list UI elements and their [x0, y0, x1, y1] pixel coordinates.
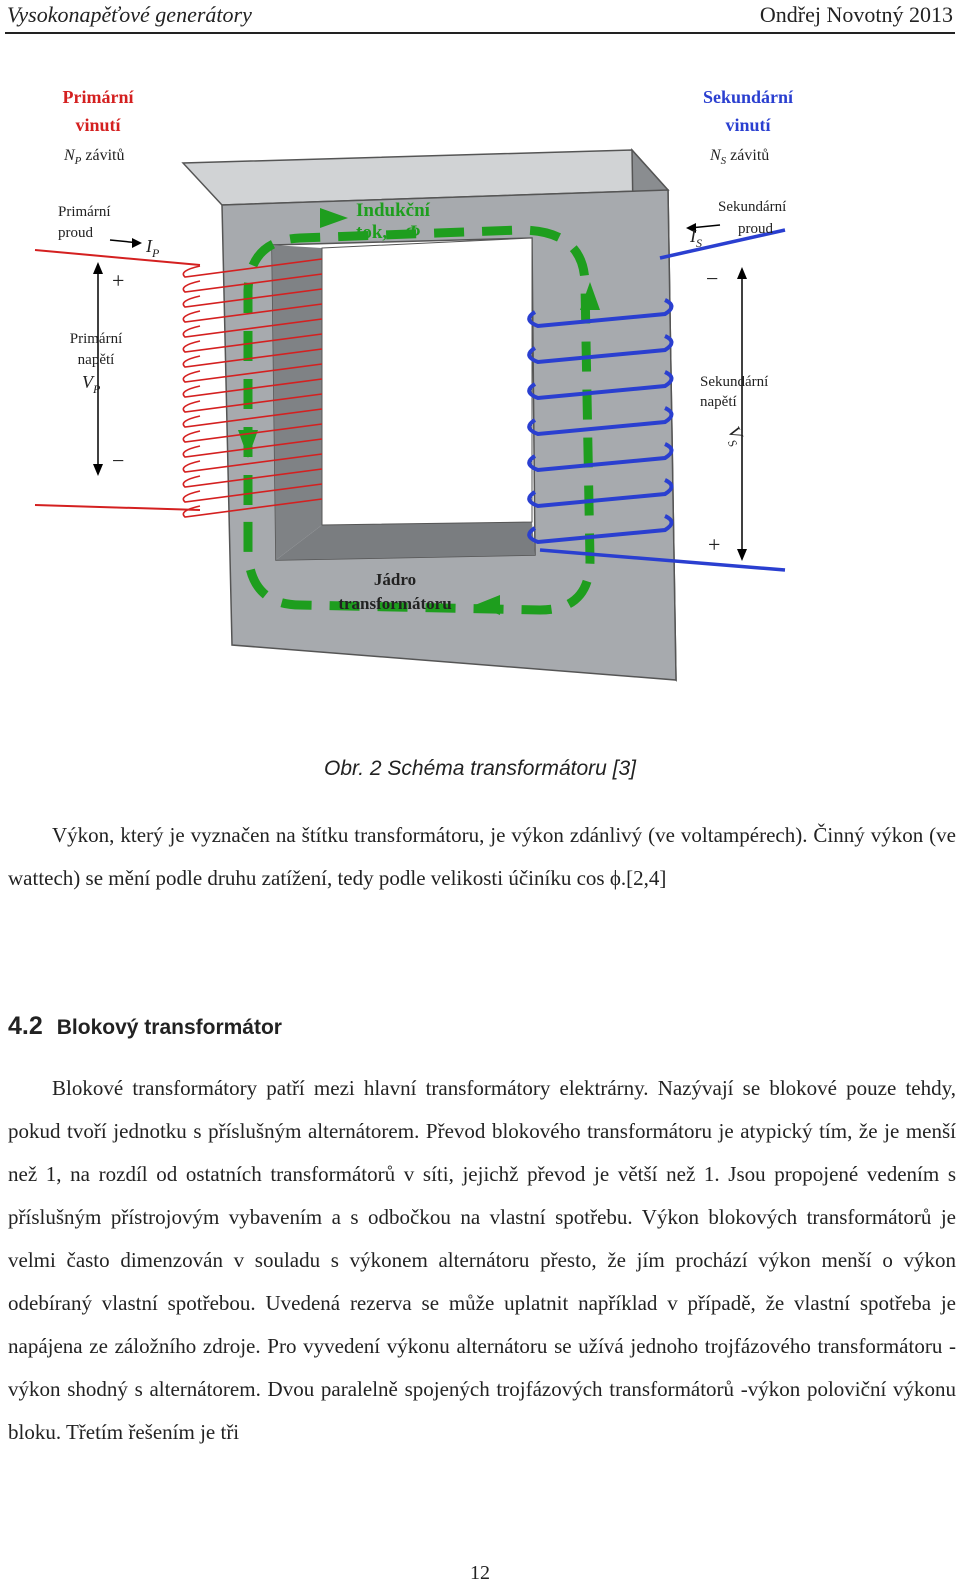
- primary-voltage-arrow-bottom: [93, 464, 103, 476]
- secondary-minus: −: [706, 266, 718, 291]
- primary-coil-turn: [182, 318, 323, 338]
- secondary-winding-label-1: Sekundární: [703, 87, 794, 107]
- primary-coil-turn: [182, 348, 323, 368]
- paragraph-power: Výkon, který je vyznačen na štítku trans…: [8, 823, 956, 890]
- primary-winding-label-1: Primární: [63, 87, 135, 107]
- secondary-coil-turn: [527, 514, 674, 545]
- paragraph-block-transformer: Blokové transformátory patří mezi hlavní…: [8, 1076, 956, 1444]
- figure-caption: Obr. 2 Schéma transformátoru [3]: [323, 757, 637, 780]
- secondary-voltage-label-2: napětí: [700, 394, 737, 410]
- primary-minus: −: [112, 448, 124, 473]
- header-author: Ondřej Novotný 2013: [759, 2, 953, 27]
- primary-coil-turn: [182, 363, 323, 383]
- primary-coil-turn: [182, 378, 323, 398]
- primary-coil-turn: [182, 393, 323, 413]
- primary-plus: +: [112, 268, 124, 293]
- core-label-2: transformátoru: [338, 594, 451, 613]
- primary-winding: [182, 258, 323, 518]
- secondary-lead-bottom: [539, 548, 786, 572]
- secondary-coil-turn: [527, 298, 674, 329]
- primary-coil-turn: [182, 423, 323, 443]
- primary-voltage-label-1: Primární: [70, 331, 123, 347]
- page-header: Vysokonapěťové generátory Ondřej Novotný…: [5, 0, 955, 34]
- primary-voltage-symbol: VP: [82, 372, 101, 396]
- core-label-1: Jádro: [374, 570, 416, 589]
- primary-winding-label-2: vinutí: [75, 115, 121, 135]
- section-heading: 4.2 Blokový transformátor: [8, 1012, 282, 1041]
- primary-coil-turn: [182, 498, 323, 518]
- primary-coil-turn: [182, 333, 323, 353]
- primary-coil-turn: [182, 438, 323, 458]
- primary-coil-turn: [182, 483, 323, 503]
- flux-arrow-left: [238, 430, 258, 458]
- secondary-winding-label-2: vinutí: [725, 115, 771, 135]
- page-number: 12: [470, 1562, 490, 1584]
- flux-arrow-right: [580, 282, 600, 310]
- secondary-coil-turn: [527, 442, 674, 473]
- primary-coil-turn: [182, 258, 323, 278]
- secondary-current-arrow: [686, 223, 696, 233]
- primary-current-label-1: Primární: [58, 204, 111, 220]
- primary-coil-turn: [182, 288, 323, 308]
- secondary-coil-turn: [527, 478, 674, 509]
- primary-current-symbol: IP: [145, 236, 160, 260]
- primary-lead-bottom: [34, 504, 201, 511]
- flux-arrow-top: [320, 208, 348, 228]
- secondary-voltage-symbol: VS: [720, 423, 749, 449]
- primary-coil-turn: [182, 273, 323, 293]
- primary-voltage-arrow-top: [93, 262, 103, 274]
- section-number: 4.2: [8, 1012, 43, 1040]
- secondary-current-label-2: proud: [738, 221, 773, 237]
- header-title: Vysokonapěťové generátory: [7, 2, 252, 27]
- flux-arrow-bottom: [475, 595, 500, 615]
- primary-coil-turn: [182, 303, 323, 323]
- primary-coil-turn: [182, 468, 323, 488]
- section-title: Blokový transformátor: [56, 1016, 282, 1039]
- secondary-coil-turn: [527, 406, 674, 437]
- transformer-core: [181, 148, 677, 682]
- secondary-winding: [527, 298, 674, 545]
- secondary-lead-top: [659, 228, 786, 260]
- secondary-voltage-arrow-top: [737, 267, 747, 279]
- primary-voltage-label-2: napětí: [78, 352, 115, 368]
- primary-coil-turn: [182, 453, 323, 473]
- secondary-voltage-arrow-bottom: [737, 549, 747, 561]
- primary-lead-top: [34, 249, 201, 266]
- secondary-coil-turn: [527, 334, 674, 365]
- secondary-current-label-1: Sekundární: [718, 199, 786, 215]
- flux-label-1: Indukční: [356, 200, 431, 221]
- primary-current-label-2: proud: [58, 225, 93, 241]
- primary-current-arrow: [132, 238, 142, 248]
- secondary-current-symbol: IS: [689, 226, 702, 250]
- flux-label-2: tok,Φ: [356, 222, 420, 243]
- primary-coil-turn: [182, 408, 323, 428]
- secondary-voltage-label-1: Sekundární: [700, 374, 768, 390]
- secondary-plus: +: [708, 532, 720, 557]
- secondary-coil-turn: [527, 370, 674, 401]
